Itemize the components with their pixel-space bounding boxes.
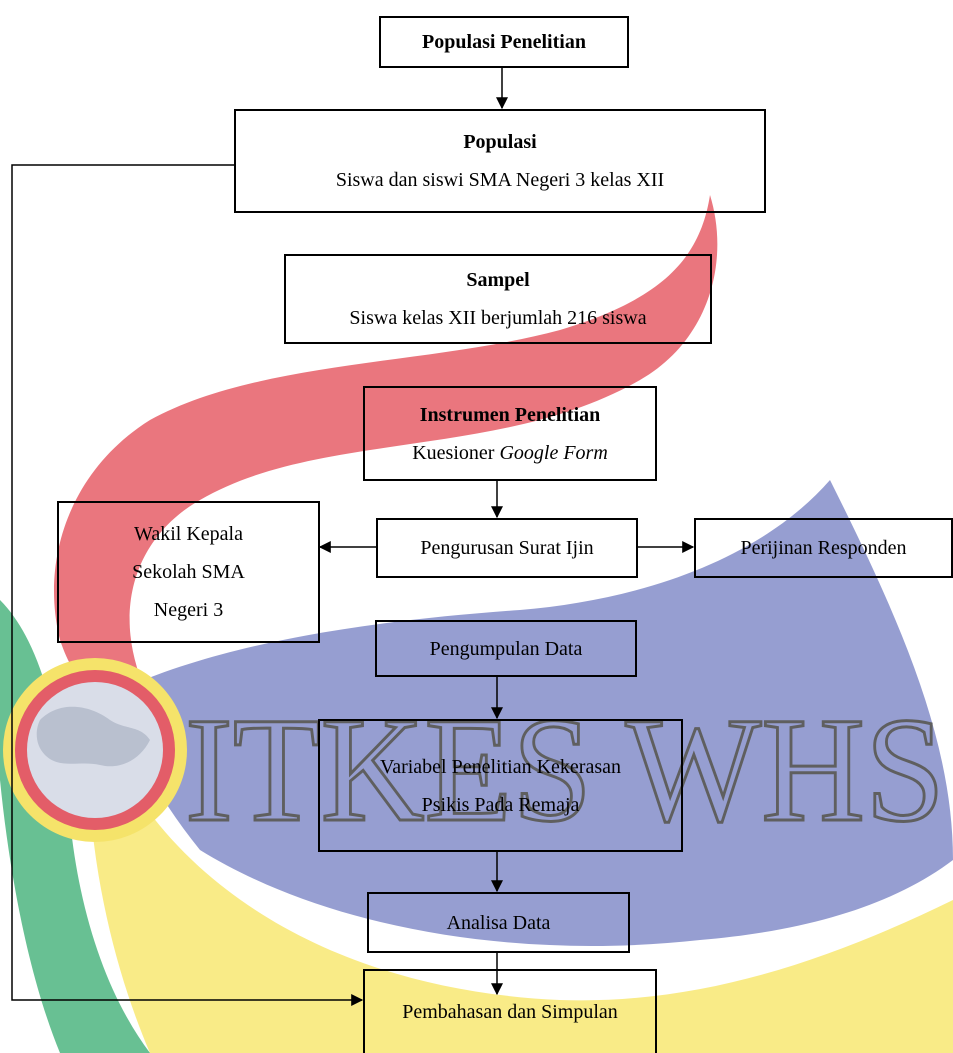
box-populasi-penelitian: Populasi Penelitian: [379, 16, 629, 68]
google-form-italic: Google Form: [499, 441, 608, 464]
box-sampel: Sampel Siswa kelas XII berjumlah 216 sis…: [284, 254, 712, 344]
box-perijinan-responden: Perijinan Responden: [694, 518, 953, 578]
box-pembahasan-simpulan: Pembahasan dan Simpulan: [363, 969, 657, 1053]
wakil-kepala-line-1: Wakil Kepala: [134, 523, 243, 545]
box-pembahasan-text: Pembahasan dan Simpulan: [402, 1001, 618, 1023]
box-pengumpulan-data: Pengumpulan Data: [375, 620, 637, 677]
box-sampel-text: Siswa kelas XII berjumlah 216 siswa: [349, 307, 647, 329]
box-pengumpulan-text: Pengumpulan Data: [429, 637, 583, 660]
box-variabel-penelitian: Variabel Penelitian Kekerasan Psikis Pad…: [318, 719, 683, 852]
box-populasi-text: Siswa dan siswi SMA Negeri 3 kelas XII: [335, 169, 665, 191]
box-instrumen-text: Kuesioner Google Form: [412, 441, 608, 464]
variabel-line-2: Psikis Pada Remaja: [421, 793, 580, 816]
box-instrumen-title: Instrumen Penelitian: [419, 403, 601, 426]
box-surat-ijin-text: Pengurusan Surat Ijin: [420, 537, 594, 559]
box-instrumen-penelitian: Instrumen Penelitian Kuesioner Google Fo…: [363, 386, 657, 481]
wakil-kepala-line-2: Sekolah SMA: [132, 561, 245, 583]
box-perijinan-text: Perijinan Responden: [740, 537, 907, 559]
box-pengurusan-surat-ijin: Pengurusan Surat Ijin: [376, 518, 638, 578]
box-analisa-data: Analisa Data: [367, 892, 630, 953]
box-populasi-title: Populasi: [463, 131, 537, 153]
box-sampel-title: Sampel: [466, 269, 530, 291]
variabel-line-1: Variabel Penelitian Kekerasan: [379, 755, 621, 778]
box-populasi: Populasi Siswa dan siswi SMA Negeri 3 ke…: [234, 109, 766, 213]
wakil-kepala-line-3: Negeri 3: [153, 599, 224, 621]
box-populasi-penelitian-title: Populasi Penelitian: [422, 31, 586, 53]
box-wakil-kepala-sekolah: Wakil Kepala Sekolah SMA Negeri 3: [57, 501, 320, 643]
box-analisa-text: Analisa Data: [446, 911, 551, 934]
